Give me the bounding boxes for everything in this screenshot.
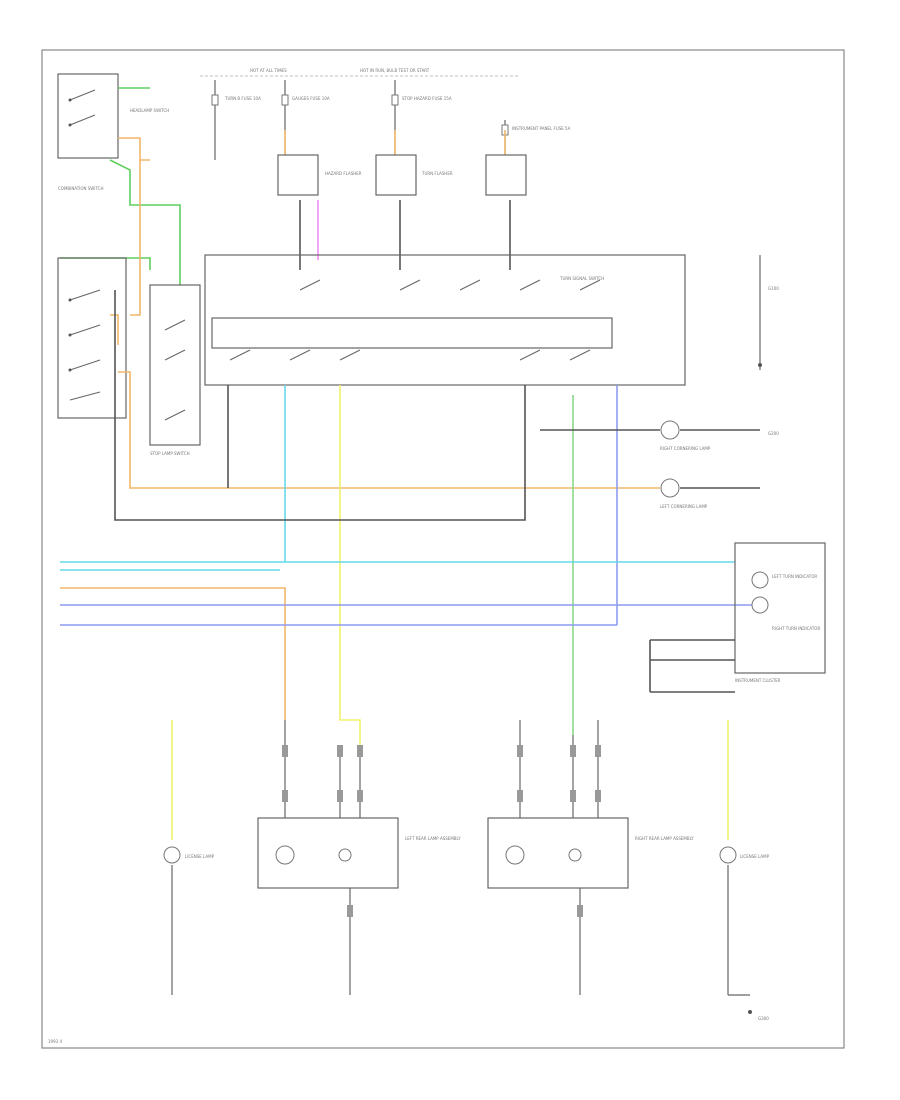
connector-ticks <box>282 745 601 917</box>
fuse-a-label: TURN B FUSE 10A <box>224 96 261 101</box>
right-license-label: LICENSE LAMP <box>740 854 770 859</box>
stop-lamp-switch-label: STOP LAMP SWITCH <box>150 451 190 456</box>
fuse-b-label: GAUGES FUSE 10A <box>292 96 330 101</box>
turn-flasher-label: TURN FLASHER <box>421 171 453 176</box>
left-turn-indicator-label: LEFT TURN INDICATOR <box>772 574 817 579</box>
instrument-cluster-label: INSTRUMENT CLUSTER <box>735 678 781 683</box>
headlamp-switch-label: HEADLAMP SWITCH <box>130 108 169 113</box>
left-rear-lamp-assembly: LEFT REAR LAMP ASSEMBLY <box>257 720 461 995</box>
left-rear-label: LEFT REAR LAMP ASSEMBLY <box>405 836 461 841</box>
fuse-d-label: INSTRUMENT PANEL FUSE 5A <box>512 126 571 131</box>
header-label-hot-always: HOT AT ALL TIMES <box>250 68 287 73</box>
right-rear-lamp-assembly: RIGHT REAR LAMP ASSEMBLY <box>487 720 694 995</box>
diagram-border <box>41 49 845 1049</box>
right-upper-column: G100 <box>758 255 779 370</box>
stop-lamp-switch: STOP LAMP SWITCH <box>149 284 201 456</box>
fuse-block: TURN B FUSE 10A GAUGES FUSE 10A STOP HAZ… <box>211 80 571 160</box>
fuse-c-label: STOP HAZARD FUSE 15A <box>402 96 452 101</box>
combination-switch-label: COMBINATION SWITCH <box>58 186 103 191</box>
right-license-lamp: LICENSE LAMP G300 <box>719 720 770 1021</box>
instrument-cluster: LEFT TURN INDICATOR RIGHT TURN INDICATOR… <box>649 542 826 693</box>
footer-code: 1993 4 <box>48 1039 62 1044</box>
left-license-lamp: LICENSE LAMP <box>163 720 215 995</box>
turn-signal-switch: TURN SIGNAL SWITCH <box>204 254 686 386</box>
turn-switch-label: TURN SIGNAL SWITCH <box>559 276 604 281</box>
power-bus-header: HOT AT ALL TIMES HOT IN RUN, BULB TEST O… <box>200 68 520 77</box>
right-cornering-label: RIGHT CORNERING LAMP <box>660 446 711 451</box>
ground-c-label: G300 <box>758 1016 769 1021</box>
hazard-flasher-label: HAZARD FLASHER <box>325 171 362 176</box>
headlamp-switch: HEADLAMP SWITCH <box>57 73 169 159</box>
right-rear-label: RIGHT REAR LAMP ASSEMBLY <box>635 836 694 841</box>
ground-a-label: G100 <box>768 286 779 291</box>
left-license-label: LICENSE LAMP <box>185 854 215 859</box>
left-cornering-label: LEFT CORNERING LAMP <box>660 504 708 509</box>
combination-switch-left: COMBINATION SWITCH <box>57 186 127 419</box>
right-turn-indicator-label: RIGHT TURN INDICATOR <box>772 626 820 631</box>
cornering-lamps: RIGHT CORNERING LAMP LEFT CORNERING LAMP… <box>540 420 779 509</box>
flasher-modules: HAZARD FLASHER TURN FLASHER <box>277 154 527 196</box>
ground-b-label: G200 <box>768 431 779 436</box>
header-label-hot-run: HOT IN RUN, BULB TEST OR START <box>360 68 430 73</box>
